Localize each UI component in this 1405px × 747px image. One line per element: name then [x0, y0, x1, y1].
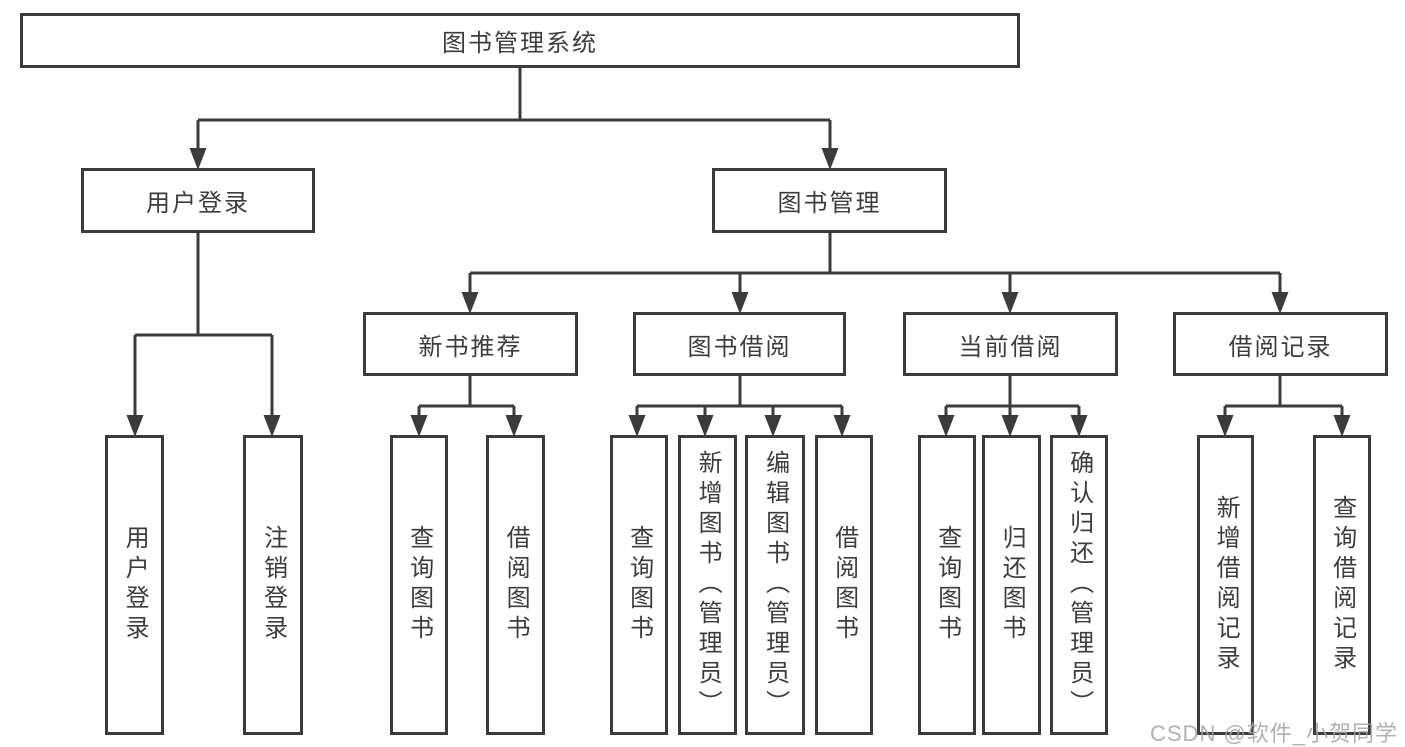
edit-book-admin-leaf-label: 编辑图书（管理员）: [761, 450, 789, 720]
recommend-query-books-leaf-label: 查询图书: [405, 525, 433, 645]
watermark: CSDN @软件_小贺同学: [1150, 721, 1399, 746]
current-query-books-leaf-box: 查询图书: [918, 435, 976, 735]
user-login-leaf-label: 用户登录: [121, 525, 149, 645]
borrow-record-label: 借阅记录: [1228, 333, 1333, 361]
edit-book-admin-leaf-box: 编辑图书（管理员）: [745, 435, 805, 735]
book-borrow-label: 图书借阅: [687, 333, 792, 361]
return-book-leaf-box: 归还图书: [982, 435, 1041, 735]
confirm-return-admin-leaf-label: 确认归还（管理员）: [1065, 450, 1093, 720]
borrow-books-leaf-box: 借阅图书: [815, 435, 873, 735]
book-management-branch-label: 图书管理: [777, 190, 882, 217]
new-book-recommend-label: 新书推荐: [418, 333, 523, 361]
current-borrow-label: 当前借阅: [958, 333, 1063, 361]
add-book-admin-leaf-box: 新增图书（管理员）: [678, 435, 737, 735]
current-borrow-box: 当前借阅: [903, 312, 1118, 376]
arrow-down-icons: [126, 148, 1351, 437]
new-book-recommend-box: 新书推荐: [363, 312, 578, 376]
add-book-admin-leaf-label: 新增图书（管理员）: [694, 450, 722, 720]
borrow-books-leaf-label: 借阅图书: [830, 525, 858, 645]
root-box: 图书管理系统: [20, 13, 1020, 68]
book-borrow-box: 图书借阅: [633, 312, 846, 376]
borrow-record-box: 借阅记录: [1173, 312, 1388, 376]
borrow-query-books-leaf-label: 查询图书: [625, 525, 653, 645]
recommend-borrow-books-leaf-label: 借阅图书: [502, 525, 530, 645]
book-management-branch-box: 图书管理: [712, 168, 947, 233]
user-login-leaf-box: 用户登录: [105, 435, 164, 735]
query-borrow-record-leaf-label: 查询借阅记录: [1328, 495, 1356, 675]
logout-leaf-box: 注销登录: [243, 435, 303, 735]
borrow-query-books-leaf-box: 查询图书: [610, 435, 668, 735]
return-book-leaf-label: 归还图书: [998, 525, 1026, 645]
user-login-branch-label: 用户登录: [146, 190, 250, 217]
query-borrow-record-leaf-box: 查询借阅记录: [1313, 435, 1371, 735]
current-query-books-leaf-label: 查询图书: [933, 525, 961, 645]
recommend-borrow-books-leaf-box: 借阅图书: [486, 435, 545, 735]
user-login-branch-box: 用户登录: [81, 168, 315, 233]
logout-leaf-label: 注销登录: [259, 525, 287, 645]
add-borrow-record-leaf-box: 新增借阅记录: [1197, 435, 1254, 735]
recommend-query-books-leaf-box: 查询图书: [390, 435, 448, 735]
confirm-return-admin-leaf-box: 确认归还（管理员）: [1050, 435, 1108, 735]
connector-segments: [133, 68, 1344, 419]
root-label: 图书管理系统: [442, 30, 598, 57]
add-borrow-record-leaf-label: 新增借阅记录: [1212, 495, 1240, 675]
